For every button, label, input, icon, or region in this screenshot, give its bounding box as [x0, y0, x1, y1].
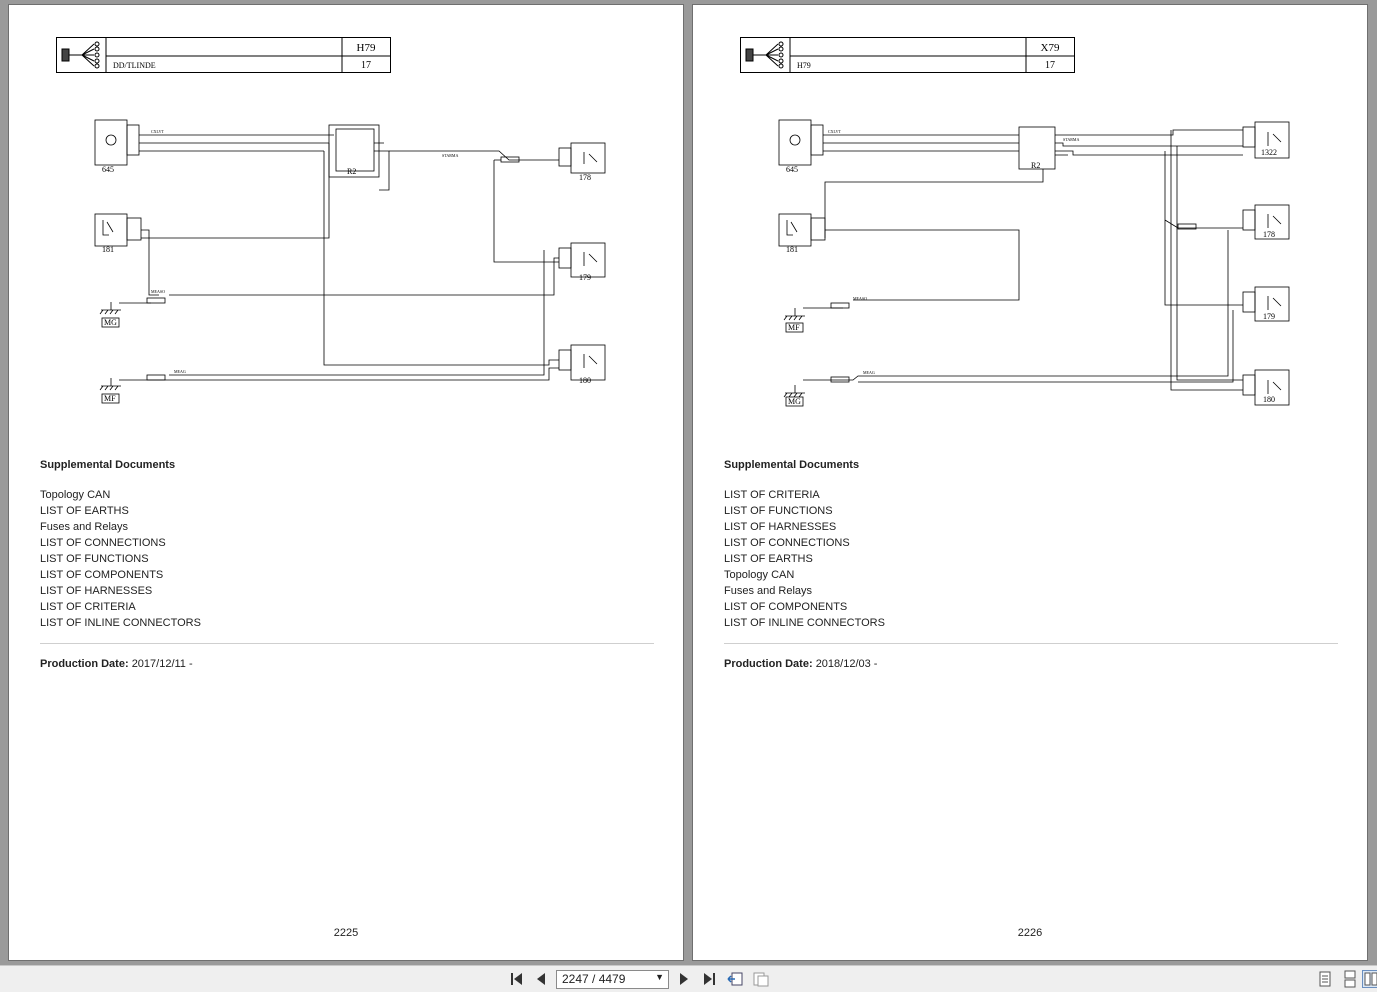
doc-link[interactable]: LIST OF FUNCTIONS: [40, 553, 149, 565]
page-number-input[interactable]: 2247 / 4479 ▼: [556, 970, 669, 989]
doc-link[interactable]: LIST OF HARNESSES: [724, 521, 837, 533]
comp-180: 180: [579, 376, 591, 385]
title-block: X79 17 H79: [740, 37, 1075, 73]
divider: [40, 643, 654, 644]
last-page-icon[interactable]: [700, 970, 718, 988]
comp-180: 180: [1263, 395, 1275, 404]
connector-logo-icon: [745, 41, 784, 69]
doc-link[interactable]: LIST OF CONNECTIONS: [724, 537, 850, 549]
comp-mg: MG: [788, 397, 801, 406]
doc-link[interactable]: LIST OF CRITERIA: [40, 601, 136, 613]
chevron-down-icon[interactable]: ▼: [655, 972, 664, 982]
comp-179: 179: [579, 273, 591, 282]
comp-r2: R2: [347, 167, 356, 176]
doc-link[interactable]: LIST OF COMPONENTS: [40, 569, 164, 581]
comp-179: 179: [1263, 312, 1275, 321]
svg-text:MEASO: MEASO: [853, 296, 867, 301]
production-label: Production Date:: [724, 658, 813, 670]
title-ref: H79: [357, 42, 376, 54]
production-date: Production Date: 2017/12/11 -: [40, 658, 654, 670]
doc-link[interactable]: Fuses and Relays: [724, 585, 813, 597]
viewer-toolbar: 2247 / 4479 ▼: [0, 965, 1377, 992]
svg-text:MEAG: MEAG: [863, 370, 875, 375]
continuous-view-icon[interactable]: [1341, 970, 1359, 988]
divider: [724, 643, 1338, 644]
doc-link[interactable]: LIST OF FUNCTIONS: [724, 505, 833, 517]
title-sub: DD/TLINDE: [113, 61, 156, 70]
comp-178: 178: [579, 173, 591, 182]
production-date: Production Date: 2018/12/03 -: [724, 658, 1338, 670]
doc-link[interactable]: Topology CAN: [40, 489, 111, 501]
svg-text:STARMA: STARMA: [442, 153, 458, 158]
production-value: 2018/12/03 -: [815, 658, 878, 670]
doc-link[interactable]: Fuses and Relays: [40, 521, 129, 533]
go-forward-view-icon[interactable]: [752, 970, 770, 988]
comp-mg: MG: [104, 318, 117, 327]
connector-logo-icon: [61, 41, 100, 69]
doc-link[interactable]: LIST OF INLINE CONNECTORS: [40, 617, 201, 629]
prev-page-icon[interactable]: [532, 970, 550, 988]
wiring-diagram: 645 181 R2 178 179 180 MG MF CXLVT STARM…: [94, 119, 606, 404]
docs-heading: Supplemental Documents: [40, 459, 176, 471]
svg-text:MEAG: MEAG: [174, 369, 186, 374]
page-indicator: 2247 / 4479: [562, 972, 626, 986]
next-page-icon[interactable]: [675, 970, 693, 988]
doc-link[interactable]: LIST OF CONNECTIONS: [40, 537, 166, 549]
title-sub: H79: [797, 61, 811, 70]
comp-1322: 1322: [1261, 148, 1277, 157]
comp-645: 645: [786, 165, 798, 174]
supplemental-documents: Supplemental Documents LIST OF CRITERIA …: [724, 459, 1338, 670]
production-value: 2017/12/11 -: [131, 658, 193, 670]
doc-link[interactable]: LIST OF EARTHS: [40, 505, 129, 517]
title-num: 17: [361, 60, 371, 71]
svg-text:CXLVT: CXLVT: [828, 129, 842, 134]
comp-mf: MF: [788, 323, 800, 332]
comp-r2: R2: [1031, 161, 1040, 170]
facing-view-icon[interactable]: [1362, 970, 1377, 988]
svg-text:MEASO: MEASO: [151, 289, 165, 294]
svg-text:STARMA: STARMA: [1063, 137, 1079, 142]
doc-link[interactable]: LIST OF EARTHS: [724, 553, 813, 565]
comp-181: 181: [102, 245, 114, 254]
title-ref: X79: [1041, 42, 1060, 54]
doc-link[interactable]: LIST OF INLINE CONNECTORS: [724, 617, 885, 629]
page-number: 2226: [1017, 927, 1043, 939]
production-label: Production Date:: [40, 658, 129, 670]
title-num: 17: [1045, 60, 1055, 71]
single-page-view-icon[interactable]: [1316, 970, 1334, 988]
docs-heading: Supplemental Documents: [724, 459, 860, 471]
comp-645: 645: [102, 165, 114, 174]
doc-link[interactable]: Topology CAN: [724, 569, 795, 581]
title-block: H79 17 DD/TLINDE: [56, 37, 391, 73]
go-back-view-icon[interactable]: [726, 970, 744, 988]
comp-178: 178: [1263, 230, 1275, 239]
document-page-right: X79 17 H79 645 181: [692, 4, 1368, 961]
doc-link[interactable]: LIST OF HARNESSES: [40, 585, 153, 597]
supplemental-documents: Supplemental Documents Topology CAN LIST…: [40, 459, 654, 670]
doc-link[interactable]: LIST OF COMPONENTS: [724, 601, 848, 613]
page-number: 2225: [333, 927, 359, 939]
svg-text:CXLVT: CXLVT: [151, 129, 165, 134]
first-page-icon[interactable]: [508, 970, 526, 988]
document-page-left: H79 17 DD/TLINDE: [8, 4, 684, 961]
comp-181: 181: [786, 245, 798, 254]
comp-mf: MF: [104, 394, 116, 403]
doc-link[interactable]: LIST OF CRITERIA: [724, 489, 820, 501]
wiring-diagram: 645 181 R2 1322 178 179 180 MF MG STARMA…: [778, 119, 1290, 407]
